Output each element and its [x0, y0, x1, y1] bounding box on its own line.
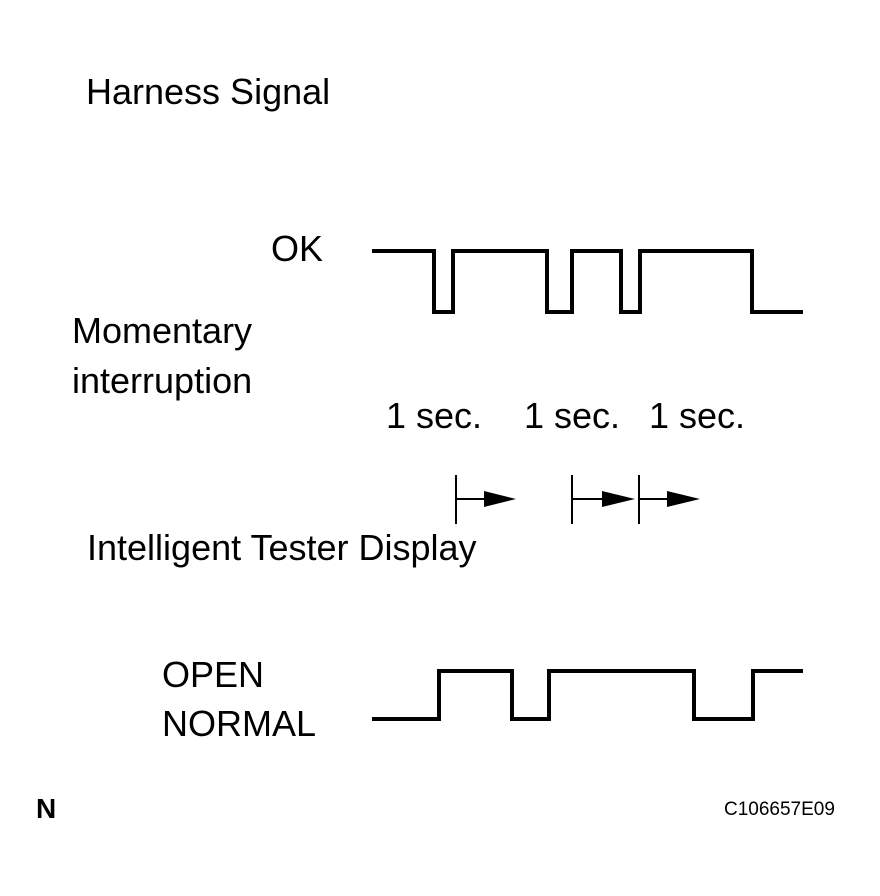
open-level-label: OPEN: [162, 654, 265, 695]
tester-display-title: Intelligent Tester Display: [87, 527, 477, 568]
harness-signal-title: Harness Signal: [86, 71, 331, 112]
duration-arrow-2: [571, 475, 635, 524]
duration-label-3: 1 sec.: [649, 395, 746, 436]
normal-level-label: NORMAL: [162, 703, 317, 744]
harness-signal-waveform: [372, 249, 803, 314]
figure-code-label: C106657E09: [724, 799, 835, 820]
duration-label-2: 1 sec.: [524, 395, 621, 436]
duration-arrow-1: [455, 475, 516, 524]
corner-code-label: N: [36, 793, 57, 824]
tester-display-waveform: [372, 669, 803, 721]
ok-level-label: OK: [271, 228, 324, 269]
momentary-interruption-label: Momentary interruption: [72, 310, 253, 401]
duration-arrow-3: [638, 475, 700, 524]
duration-label-1: 1 sec.: [386, 395, 483, 436]
